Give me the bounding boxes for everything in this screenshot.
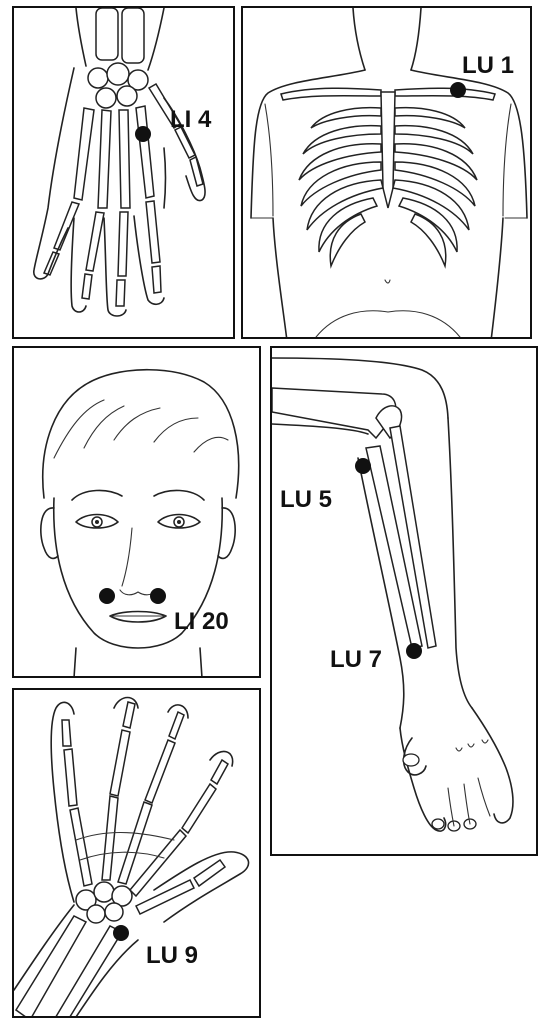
lu9-label: LU 9 xyxy=(146,944,198,968)
li4-point-dot xyxy=(14,8,235,339)
lu5-point-dot xyxy=(355,458,371,474)
lu-arm-point-dots xyxy=(272,348,538,856)
lu7-label: LU 7 xyxy=(330,648,382,672)
panel-hand-dorsal: LI 4 xyxy=(12,6,235,339)
lu9-point-dot xyxy=(14,690,261,1018)
lu1-label: LU 1 xyxy=(462,54,514,78)
lu5-label: LU 5 xyxy=(280,488,332,512)
li4-label: LI 4 xyxy=(170,108,211,132)
li20-label: LI 20 xyxy=(174,610,229,634)
panel-face: LI 20 xyxy=(12,346,261,678)
li20-point-dot-left-nostril xyxy=(150,588,166,604)
panel-arm: LU 5 LU 7 xyxy=(270,346,538,856)
panel-hand-palmar: LU 9 xyxy=(12,688,261,1018)
panel-thorax: LU 1 xyxy=(241,6,532,339)
li20-point-dot-right-nostril xyxy=(99,588,115,604)
lu7-point-dot xyxy=(406,643,422,659)
